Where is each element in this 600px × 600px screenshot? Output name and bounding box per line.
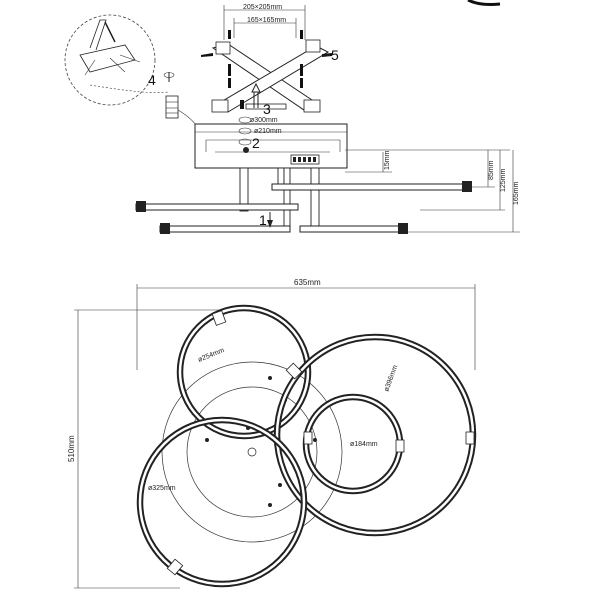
central-hub — [161, 361, 343, 543]
plan-dimensions: 635mm 510mm — [67, 278, 476, 589]
dim-125: 125mm — [500, 168, 507, 192]
mounting-bracket-assembly: 205×205mm 165×165mm 5 — [201, 4, 339, 117]
dim-165: 165mm — [513, 181, 520, 205]
screws — [201, 30, 332, 109]
step-1-label: 1 — [259, 212, 267, 228]
rotate-icon — [163, 72, 175, 82]
ring-184-label: ø184mm — [350, 441, 378, 448]
canopy: ø300mm ø210mm 2 — [194, 116, 348, 169]
step-2-label: 2 — [252, 135, 260, 151]
plate-outer-dim: 205×205mm — [243, 4, 282, 11]
ring-184: ø184mm — [302, 393, 405, 495]
step-4-label: 4 — [148, 72, 156, 88]
terminal-block — [290, 154, 320, 165]
dim-15: 15mm — [384, 150, 391, 170]
lamp-side-view: 1 — [135, 167, 472, 234]
ring-325: ø325mm — [136, 416, 308, 588]
wiring-detail: 4 — [64, 14, 215, 153]
cross-bracket — [211, 39, 330, 113]
plan-width-dim: 635mm — [294, 278, 321, 287]
ring-396-label: ø396mm — [383, 364, 399, 393]
plan-height-dim: 510mm — [67, 435, 76, 462]
step-5-label: 5 — [331, 47, 339, 63]
dim-85: 85mm — [488, 160, 495, 180]
edge-fragment — [467, 0, 501, 6]
step-3-label: 3 — [263, 101, 271, 117]
height-dimensions: 15mm 85mm 125mm 165mm — [345, 149, 520, 233]
canopy-d300: ø300mm — [250, 117, 278, 124]
ring-325-label: ø325mm — [148, 485, 176, 492]
canopy-d210: ø210mm — [254, 128, 282, 135]
plate-inner-dim: 165×165mm — [247, 17, 286, 24]
ring-254-label: ø254mm — [197, 347, 225, 364]
